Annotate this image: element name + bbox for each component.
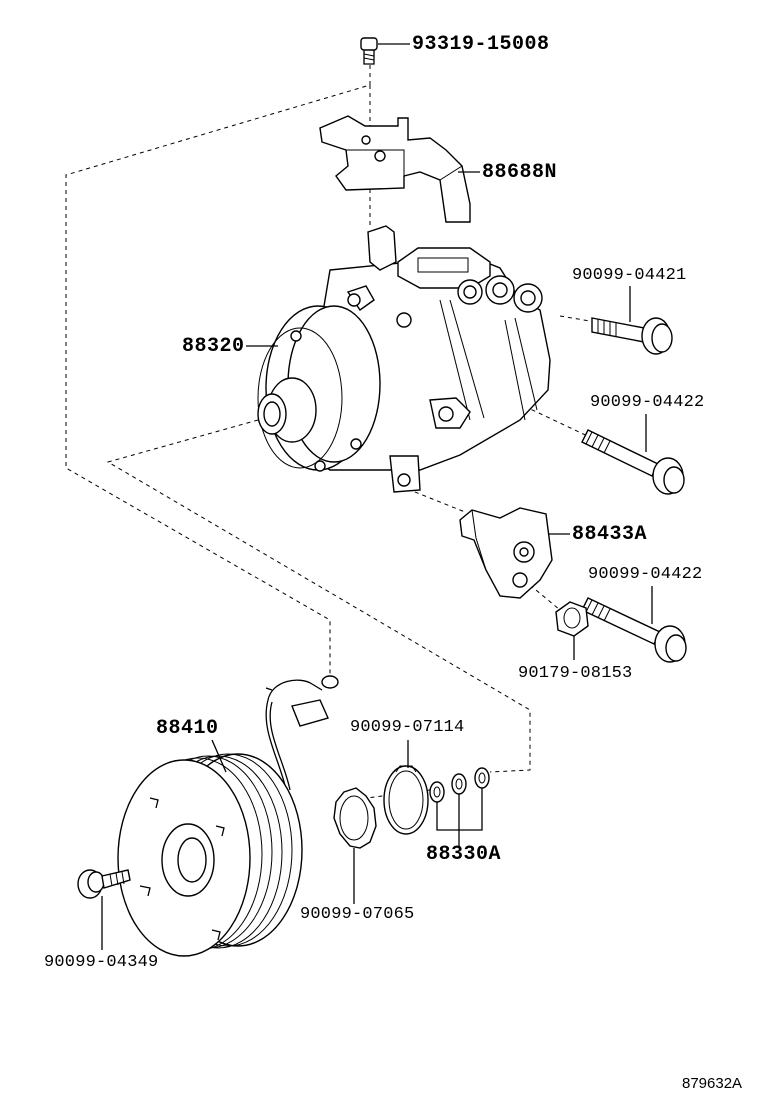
label-88410: 88410 <box>156 717 219 740</box>
bracket-88433A <box>459 507 553 599</box>
clutch-pulley-88410 <box>117 675 339 957</box>
label-90099-07114: 90099-07114 <box>350 718 465 737</box>
label-90179-08153: 90179-08153 <box>518 664 633 683</box>
label-90099-04422-upper: 90099-04422 <box>590 393 705 412</box>
bolt-90099-04422-lower <box>581 597 687 663</box>
label-88320: 88320 <box>182 335 245 358</box>
diagram-reference-number: 879632A <box>682 1075 743 1092</box>
bolt-90099-04421 <box>591 317 673 355</box>
snap-ring-90099-07114 <box>383 765 429 835</box>
leader-lines <box>101 43 653 950</box>
shims-88330A <box>429 767 490 803</box>
shim-90099-07065 <box>333 787 377 849</box>
label-93319-15008: 93319-15008 <box>412 33 550 56</box>
label-88433A: 88433A <box>572 523 648 546</box>
label-90099-04421: 90099-04421 <box>572 266 687 285</box>
compressor-88320 <box>257 225 551 493</box>
bolt-90099-04422-upper <box>581 429 685 495</box>
label-90099-04422-lower: 90099-04422 <box>588 565 703 584</box>
bracket-88688N <box>319 115 471 223</box>
label-88688N: 88688N <box>482 161 558 184</box>
label-90099-07065: 90099-07065 <box>300 905 415 924</box>
label-88330A: 88330A <box>426 843 502 866</box>
screw-93319-15008 <box>360 37 378 65</box>
label-90099-04349: 90099-04349 <box>44 953 159 972</box>
bolt-90099-04349 <box>77 869 131 899</box>
nut-90179-08153 <box>555 601 589 637</box>
